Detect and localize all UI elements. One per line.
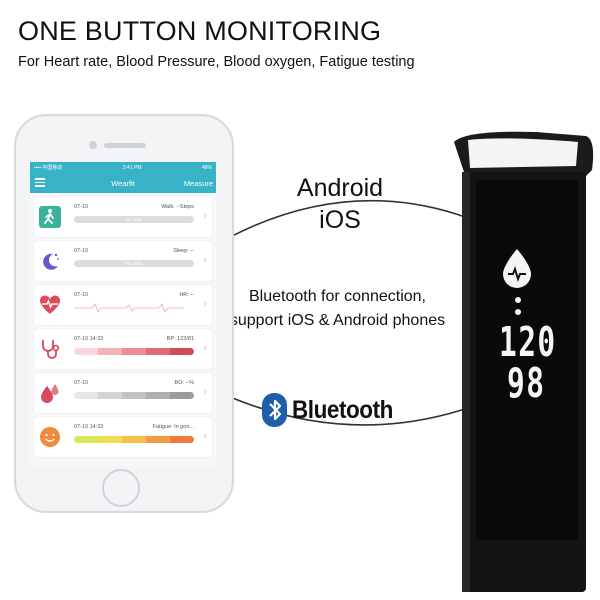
walk-bar: No Data (74, 216, 194, 223)
page-dots-indicator (515, 297, 521, 315)
stethoscope-icon (42, 340, 60, 359)
chevron-right-icon: › (203, 386, 207, 398)
moon-stars-icon (43, 253, 59, 270)
chevron-right-icon: › (203, 210, 207, 222)
earpiece-speaker (104, 143, 146, 148)
card-date: 07-10 (74, 204, 89, 210)
walking-person-icon (39, 206, 61, 228)
bluetooth-icon (262, 393, 287, 427)
sleep-bar: No Data (74, 260, 194, 267)
lower-arc (209, 387, 469, 426)
heart-drop-icon (503, 249, 531, 288)
hamburger-menu-icon[interactable] (35, 178, 45, 187)
blood-pressure-card[interactable]: 07-10 14:33 BP: 123/81 › (34, 329, 212, 369)
ios-label: iOS (319, 206, 361, 234)
android-label: Android (296, 174, 384, 202)
battery-label: 48% (201, 164, 212, 171)
walk-value: Walk: --Steps (161, 204, 194, 210)
home-button[interactable] (102, 469, 140, 507)
sleep-value: Sleep: -- (173, 248, 194, 254)
front-camera (89, 141, 97, 149)
card-date: 07-10 (74, 248, 89, 254)
heart-rate-value: HR: -- (179, 292, 194, 298)
connection-description: Bluetooth for connection, support iOS & … (210, 285, 465, 333)
fitness-band (454, 131, 594, 592)
smiley-face-icon (40, 427, 60, 447)
fatigue-card[interactable]: 07-10 14:33 Fatigue: In goo... › (34, 417, 212, 457)
chevron-right-icon: › (203, 298, 207, 310)
app-nav-bar: Wearfit Measure (30, 173, 216, 193)
blood-oxygen-reading: 98 (507, 359, 546, 407)
clock-label: 2:41 PM (122, 164, 142, 171)
blood-drops-icon (41, 384, 59, 403)
description-line-1: Bluetooth for connection, (248, 288, 426, 305)
heart-pulse-icon (40, 295, 60, 314)
upper-arc (209, 199, 469, 249)
fatigue-bar (74, 436, 194, 443)
app-title: Wearfit (111, 179, 135, 188)
chevron-right-icon: › (203, 342, 207, 354)
chevron-right-icon: › (203, 254, 207, 266)
walk-card[interactable]: 07-10 Walk: --Steps No Data › (34, 197, 212, 237)
heart-rate-card[interactable]: 07-10 HR: -- › (34, 285, 212, 325)
sleep-card[interactable]: 07-10 Sleep: -- No Data › (34, 241, 212, 281)
heart-rate-reading: 120 (499, 318, 557, 366)
page-title: ONE BUTTON MONITORING (18, 16, 382, 46)
blood-pressure-value: BP: 123/81 (166, 336, 194, 342)
blood-oxygen-bar (74, 392, 194, 399)
status-bar: •••• 中国移动 2:41 PM 48% (30, 162, 216, 173)
measure-button[interactable]: Measure (183, 179, 213, 188)
blood-pressure-bar (74, 348, 194, 355)
blood-oxygen-card[interactable]: 07-10 BO: --% › (34, 373, 212, 413)
card-date: 07-10 14:33 (74, 424, 104, 430)
card-date: 07-10 (74, 292, 89, 298)
card-date: 07-10 (74, 380, 89, 386)
smartphone: •••• 中国移动 2:41 PM 48% Wearfit Measure 07… (14, 114, 234, 513)
blood-oxygen-value: BO: --% (174, 380, 194, 386)
fatigue-value: Fatigue: In goo... (152, 424, 194, 430)
heart-rate-waveform (74, 303, 184, 313)
carrier-label: •••• 中国移动 (34, 165, 63, 171)
page-subtitle: For Heart rate, Blood Pressure, Blood ox… (18, 54, 415, 70)
chevron-right-icon: › (203, 430, 207, 442)
bluetooth-logo: Bluetooth (262, 393, 404, 427)
bluetooth-wordmark: Bluetooth (292, 395, 393, 424)
card-date: 07-10 14:33 (74, 336, 104, 342)
phone-screen: •••• 中国移动 2:41 PM 48% Wearfit Measure 07… (30, 162, 216, 466)
description-line-2: support iOS & Android phones (229, 312, 446, 329)
platform-labels: Android iOS (270, 172, 410, 236)
